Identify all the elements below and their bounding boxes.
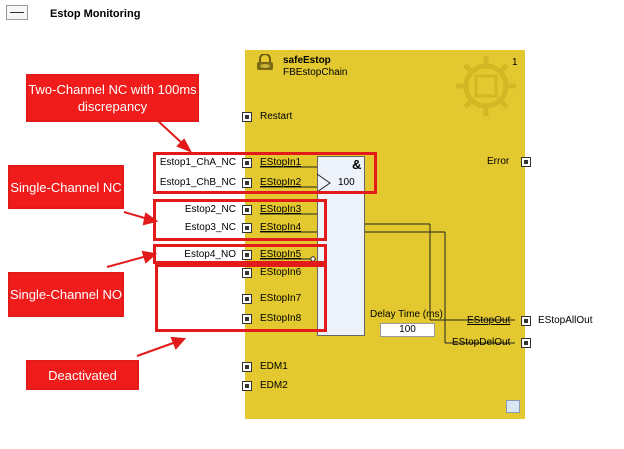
- pin-edm1[interactable]: [242, 362, 252, 372]
- var-estop3[interactable]: Estop3_NC: [184, 222, 236, 233]
- port-estopin5: EStopIn5: [260, 249, 302, 260]
- callout-single-nc: Single-Channel NC: [8, 165, 124, 209]
- delay-time-input[interactable]: 100: [380, 323, 435, 337]
- pin-estopin4[interactable]: [242, 223, 252, 233]
- port-estopin4: EStopIn4: [260, 222, 302, 233]
- network-title: Estop Monitoring: [50, 8, 141, 20]
- var-estopallout[interactable]: EStopAllOut: [538, 315, 593, 326]
- var-estop1-cha[interactable]: Estop1_ChA_NC: [159, 157, 236, 168]
- port-error: Error: [487, 156, 510, 167]
- port-estopin2: EStopIn2: [260, 177, 302, 188]
- pin-estopin6[interactable]: [242, 268, 252, 278]
- port-estopout: EStopOut: [467, 315, 511, 326]
- callout-single-no: Single-Channel NO: [8, 272, 124, 317]
- pin-estopin8[interactable]: [242, 314, 252, 324]
- pin-estopout[interactable]: [521, 316, 531, 326]
- port-estopin8: EStopIn8: [260, 313, 302, 324]
- var-estop4[interactable]: Estop4_NO: [184, 249, 236, 260]
- function-block[interactable]: [245, 50, 525, 419]
- pin-restart[interactable]: [242, 112, 252, 122]
- block-instance-name: FBEstopChain: [283, 67, 348, 78]
- var-estop2[interactable]: Estop2_NC: [184, 204, 236, 215]
- pin-estopin5[interactable]: [242, 250, 252, 260]
- pin-error[interactable]: [521, 157, 531, 167]
- lock-icon: [257, 54, 273, 70]
- pin-estopin2[interactable]: [242, 178, 252, 188]
- expand-button[interactable]: [506, 400, 520, 413]
- port-estopin3: EStopIn3: [260, 204, 302, 215]
- port-edm2: EDM2: [260, 380, 288, 391]
- pin-edm2[interactable]: [242, 381, 252, 391]
- collapse-button[interactable]: —: [6, 4, 28, 20]
- highlight-single-no: [153, 244, 327, 264]
- port-estopdelout: EStopDelOut: [452, 337, 511, 348]
- pin-estopdelout[interactable]: [521, 338, 531, 348]
- port-estopin6: EStopIn6: [260, 267, 302, 278]
- highlight-two-channel: [153, 152, 377, 194]
- port-restart: Restart: [260, 111, 293, 122]
- delay-time-label: Delay Time (ms): [370, 309, 443, 320]
- callout-two-channel: Two-Channel NC with 100ms discrepancy: [26, 74, 199, 122]
- port-edm1: EDM1: [260, 361, 288, 372]
- pin-estopin7[interactable]: [242, 294, 252, 304]
- and-symbol: &: [352, 157, 362, 172]
- discrepancy-value: 100: [338, 177, 355, 188]
- gear-icon: [456, 56, 516, 116]
- port-estopin7: EStopIn7: [260, 293, 302, 304]
- pin-estopin1[interactable]: [242, 158, 252, 168]
- var-estop1-chb[interactable]: Estop1_ChB_NC: [159, 177, 236, 188]
- highlight-deactivated: [155, 264, 327, 332]
- highlight-single-nc: [153, 199, 327, 241]
- block-execution-order: 1: [512, 57, 518, 68]
- block-type: safeEstop: [283, 55, 331, 66]
- port-estopin1: EStopIn1: [260, 157, 302, 168]
- pin-estopin3[interactable]: [242, 205, 252, 215]
- callout-deactivated: Deactivated: [26, 360, 139, 390]
